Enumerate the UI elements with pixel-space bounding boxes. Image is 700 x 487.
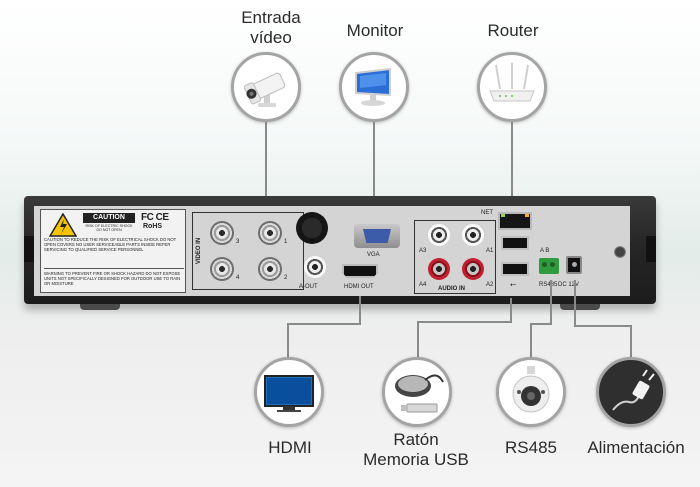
channel-1-label: 1 xyxy=(284,239,288,245)
caution-title: CAUTION xyxy=(83,213,135,223)
monitor-label: Monitor xyxy=(346,21,404,40)
dc12v-label: DC 12V xyxy=(558,282,580,288)
audio-in-port-a3[interactable] xyxy=(428,224,450,246)
audio-in-port-a1[interactable] xyxy=(462,224,484,246)
usb-memory-label: Memoria USB xyxy=(363,450,469,469)
rs485-connector-line-h xyxy=(530,323,552,325)
vga-port[interactable] xyxy=(354,224,400,248)
video-in-port-4[interactable] xyxy=(210,257,234,281)
video-in-section xyxy=(192,212,304,290)
audio-out-port[interactable] xyxy=(304,256,326,278)
channel-2-label: 2 xyxy=(284,275,288,281)
audio-a2-label: A2 xyxy=(486,282,494,288)
fcc-ce-mark: FC CE xyxy=(141,212,169,223)
video-input-label-line1: Entrada xyxy=(241,8,301,27)
video-in-label: VIDEO IN xyxy=(196,237,203,265)
usb-connector-line-v xyxy=(417,321,419,359)
video-input-label-line2: vídeo xyxy=(250,28,292,47)
power-label: Alimentación xyxy=(587,438,685,457)
router-connector-line xyxy=(511,122,513,215)
router-circle xyxy=(477,52,547,122)
hdmi-out-label: HDMI OUT xyxy=(344,284,374,290)
monitor-icon xyxy=(355,67,391,106)
warning-text: WARNING TO PREVENT FIRE OR SHOCK HAZARD … xyxy=(44,268,184,287)
hdmi-label: HDMI xyxy=(268,438,312,457)
rohs-mark: RoHS xyxy=(143,223,163,230)
router-icon xyxy=(489,63,535,102)
audio-in-port-a2[interactable] xyxy=(462,258,484,280)
bullet-camera-circle xyxy=(231,52,301,122)
hdmi-connector-line xyxy=(359,296,361,324)
hdmi-connector-line-h xyxy=(287,323,361,325)
hdmi-tv-icon xyxy=(264,375,314,412)
rs485-ab-label: A B xyxy=(540,248,550,254)
rs485-label: RS485 xyxy=(505,438,557,457)
hdmi-connector-line-v xyxy=(287,323,289,359)
audio-in-label: AUDIO IN xyxy=(438,286,465,292)
audio-in-port-a4[interactable] xyxy=(428,258,450,280)
mouse-usb-circle xyxy=(382,357,452,427)
rs485-terminal[interactable] xyxy=(539,258,559,274)
bullet-camera-icon xyxy=(243,72,286,107)
rack-ear-right xyxy=(646,236,656,262)
power-connector-line-h xyxy=(574,325,631,327)
rs485-connector-line xyxy=(550,280,552,324)
ptz-camera-icon xyxy=(512,366,550,413)
hdmi-port[interactable] xyxy=(342,264,378,278)
mouse-usb-label: Ratón Memoria USB xyxy=(346,430,486,470)
ethernet-port[interactable] xyxy=(498,212,532,230)
rack-ear-left xyxy=(24,236,34,262)
dvr-rear-panel: CAUTION RISK OF ELECTRIC SHOCK DO NOT OP… xyxy=(24,196,656,304)
usb-symbol: ⭠ xyxy=(510,280,517,289)
audio-a4-label: A4 xyxy=(419,282,427,288)
channel-3-label: 3 xyxy=(236,239,240,245)
screw xyxy=(614,246,626,258)
power-connector-line-v xyxy=(630,325,632,359)
caution-text: CAUTION TO REDUCE THE RISK OF ELECTRICAL… xyxy=(44,237,177,253)
warning-label: CAUTION RISK OF ELECTRIC SHOCK DO NOT OP… xyxy=(40,209,186,293)
usb-port-1[interactable] xyxy=(501,236,529,250)
camera-connector-line xyxy=(265,122,267,220)
audio-out-label: A-OUT xyxy=(299,284,318,290)
dc-power-jack[interactable] xyxy=(566,256,582,274)
audio-a3-label: A3 xyxy=(419,248,427,254)
video-in-port-2[interactable] xyxy=(258,257,282,281)
rs485-port-label: RS485 xyxy=(539,282,558,288)
net-label: NET xyxy=(481,210,493,216)
rs485-connector-line-v xyxy=(530,323,532,359)
warning-triangle-icon xyxy=(49,213,77,237)
foot-right xyxy=(560,304,600,310)
power-plug-circle xyxy=(596,357,666,427)
connector-panel: CAUTION RISK OF ELECTRIC SHOCK DO NOT OP… xyxy=(34,206,630,296)
mouse-usb-icon xyxy=(395,374,444,413)
monitor-connector-line xyxy=(373,122,375,225)
video-in-port-1[interactable] xyxy=(258,221,282,245)
vga-label: VGA xyxy=(367,252,380,258)
usb-port-2[interactable] xyxy=(501,262,529,276)
video-input-label: Entrada vídeo xyxy=(226,8,316,48)
power-connector-line xyxy=(574,280,576,326)
power-plug-icon xyxy=(612,369,655,411)
mouse-label: Ratón xyxy=(393,430,439,449)
channel-4-label: 4 xyxy=(236,275,240,281)
video-in-port-3[interactable] xyxy=(210,221,234,245)
hdmi-tv-circle xyxy=(254,357,324,427)
usb-connector-line xyxy=(510,298,512,322)
router-label: Router xyxy=(487,21,539,40)
caution-subtitle: RISK OF ELECTRIC SHOCK DO NOT OPEN xyxy=(85,224,133,232)
monitor-circle xyxy=(339,52,409,122)
audio-a1-label: A1 xyxy=(486,248,494,254)
ptz-camera-circle xyxy=(496,357,566,427)
fan-vent xyxy=(296,212,328,244)
foot-left xyxy=(80,304,120,310)
audio-in-section xyxy=(414,220,496,294)
usb-connector-line-h xyxy=(417,321,512,323)
